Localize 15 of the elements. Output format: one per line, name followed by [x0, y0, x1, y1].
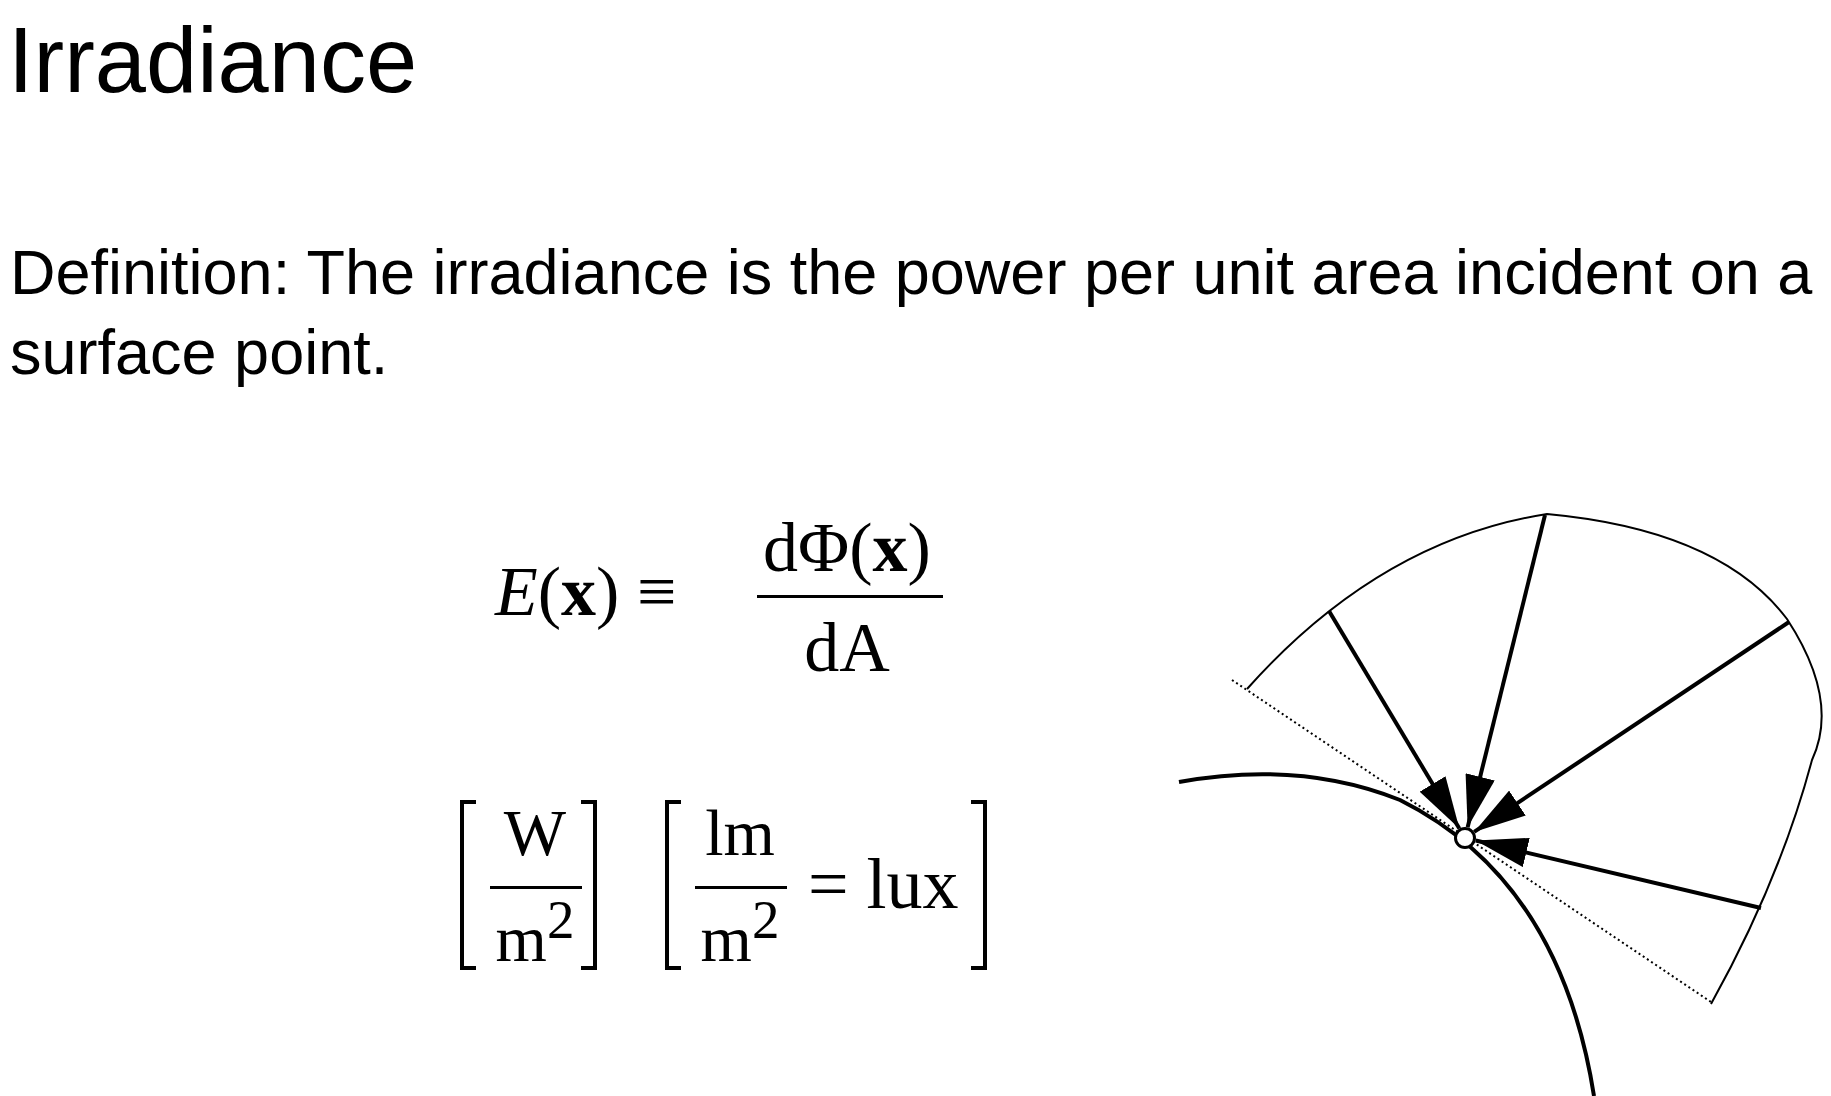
unit-text: = lux: [808, 843, 959, 926]
definition-text: Definition: The irradiance is the power per unit area incident on a surface point.: [10, 236, 1814, 389]
arrow: [1475, 837, 1762, 910]
slide-title: Irradiance: [8, 8, 418, 113]
unit-text: W: [503, 795, 567, 871]
unit-text: m$^{2}$: [495, 888, 575, 977]
arrow: [1465, 514, 1547, 828]
arrow: [1473, 620, 1791, 834]
denominator-text: dA: [804, 608, 890, 688]
arrow: [1327, 609, 1462, 830]
unit-text: lm: [705, 795, 775, 871]
formula-text: E(x) ≡: [495, 552, 677, 632]
unit-text: m$^{2}$: [700, 888, 780, 977]
numerator-text: dΦ(x): [763, 508, 931, 588]
hemisphere-outline: [1246, 513, 1823, 1005]
